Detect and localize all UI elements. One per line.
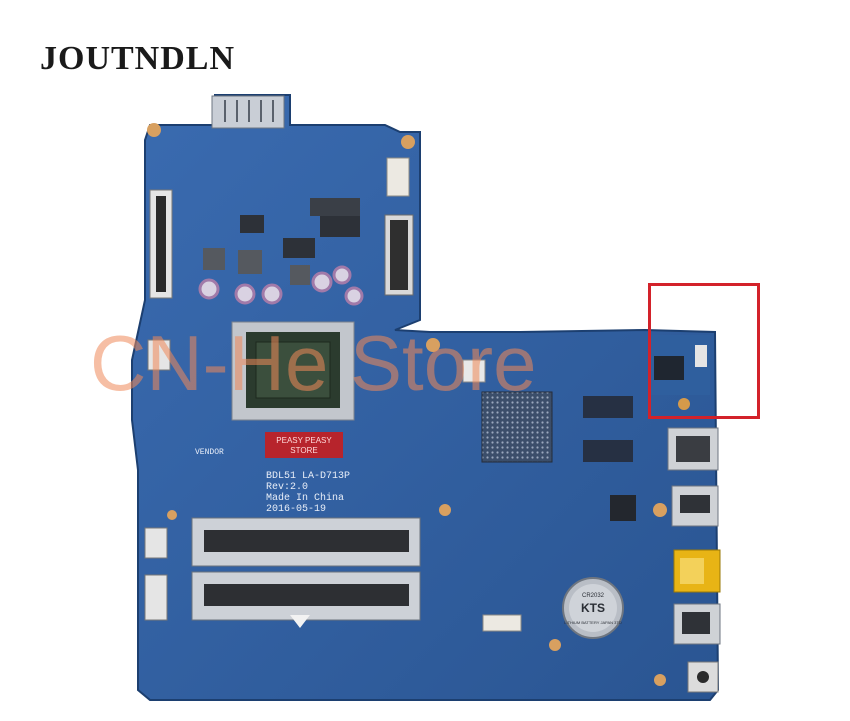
board-origin: Made In China (266, 492, 344, 504)
power-components (198, 215, 364, 306)
ic-3 (610, 495, 636, 521)
battery-model: CR2032 (582, 593, 605, 599)
battery-brand: KTS (581, 601, 605, 615)
ribbon-connector-3 (144, 527, 168, 559)
ribbon-connector-4 (144, 574, 168, 621)
ic-1 (583, 396, 633, 418)
usb-port-2 (673, 603, 721, 645)
fan-connector (386, 157, 410, 197)
board-date: 2016-05-19 (266, 504, 326, 515)
sticker-line1: PEASY PEASY (276, 436, 332, 445)
sticker-line2: STORE (290, 446, 317, 455)
battery-sub: LITHIUM BATTERY JAPAN 3TD (564, 620, 622, 625)
brand-logo-text: JOUTNDLN (40, 40, 236, 77)
vendor-label: VENDOR (195, 448, 224, 457)
bga-chip (481, 391, 553, 463)
store-sticker (265, 432, 343, 458)
board-model: BDL51 LA-D713P (266, 471, 350, 482)
highlight-box (648, 283, 760, 419)
ic-4 (462, 359, 486, 383)
ribbon-connector-2 (147, 339, 171, 371)
connector-bottom (482, 614, 522, 632)
store-watermark: CN-He Store (90, 319, 536, 407)
board-revision: Rev:2.0 (266, 482, 308, 493)
ic-2 (583, 440, 633, 462)
